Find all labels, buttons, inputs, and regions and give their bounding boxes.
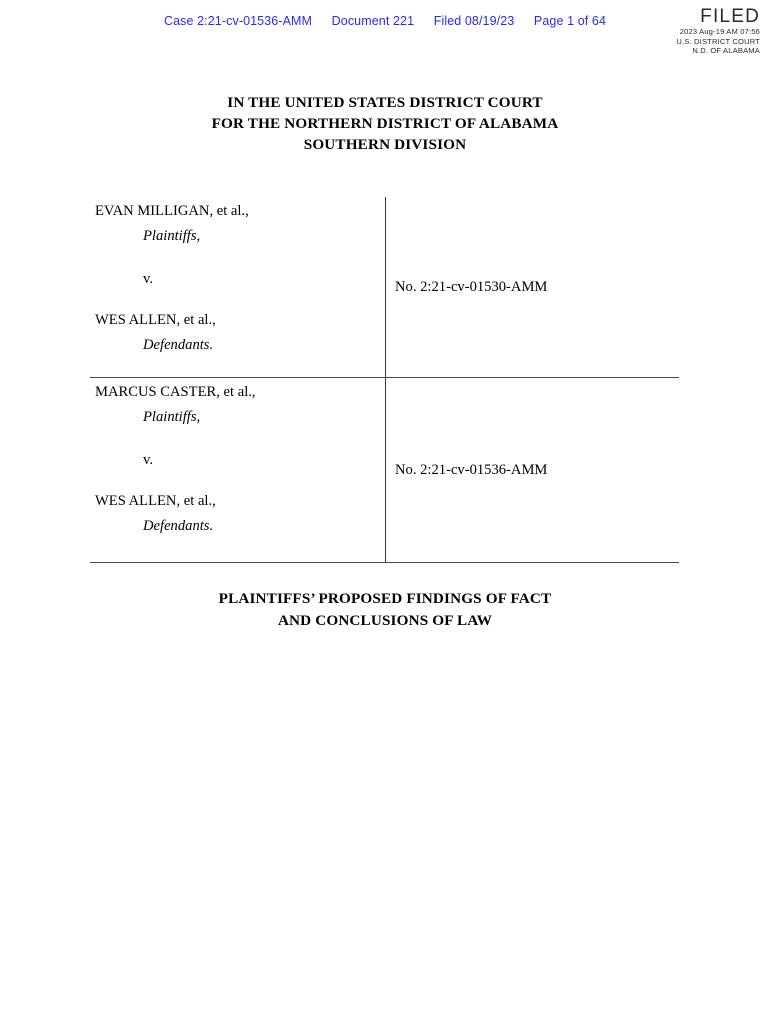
defendant-role: Defendants. xyxy=(143,518,214,534)
caption-bottom-rule xyxy=(90,562,679,563)
versus-label: v. xyxy=(143,452,153,468)
ecf-document-number[interactable]: Document 221 xyxy=(331,14,415,28)
plaintiff-role: Plaintiffs, xyxy=(143,409,201,425)
defendant-name: WES ALLEN, et al., xyxy=(95,312,216,328)
court-heading: IN THE UNITED STATES DISTRICT COURT FOR … xyxy=(0,92,770,155)
ecf-case-number[interactable]: Case 2:21-cv-01536-AMM xyxy=(163,14,313,28)
plaintiff-name: EVAN MILLIGAN, et al., xyxy=(95,203,249,219)
court-heading-line-2: FOR THE NORTHERN DISTRICT OF ALABAMA xyxy=(211,115,559,132)
defendant-role: Defendants. xyxy=(143,337,214,353)
caption-divider-rule xyxy=(90,377,679,378)
plaintiff-name: MARCUS CASTER, et al., xyxy=(95,384,256,400)
court-heading-line-3: SOUTHERN DIVISION xyxy=(303,136,467,153)
caption-parties-milligan: EVAN MILLIGAN, et al., Plaintiffs, v. WE… xyxy=(90,197,385,377)
document-title-line-2: AND CONCLUSIONS OF LAW xyxy=(277,611,493,629)
filed-stamp-district: N.D. OF ALABAMA xyxy=(692,46,760,56)
filed-stamp: FILED 2023 Aug-19 AM 07:56 U.S. DISTRICT… xyxy=(590,7,760,56)
filed-stamp-court: U.S. DISTRICT COURT xyxy=(676,36,760,46)
caption-case-number-cell: No. 2:21-cv-01536-AMM xyxy=(385,378,679,562)
defendant-name: WES ALLEN, et al., xyxy=(95,493,216,509)
case-number: No. 2:21-cv-01536-AMM xyxy=(395,461,548,478)
ecf-page-number[interactable]: Page 1 of 64 xyxy=(533,14,607,28)
document-title-line-1: PLAINTIFFS’ PROPOSED FINDINGS OF FACT xyxy=(218,590,552,607)
versus-label: v. xyxy=(143,271,153,287)
ecf-filed-date[interactable]: Filed 08/19/23 xyxy=(433,14,515,28)
case-number: No. 2:21-cv-01530-AMM xyxy=(395,278,548,295)
filed-stamp-timestamp: 2023 Aug-19 AM 07:56 xyxy=(679,27,760,36)
filed-stamp-word: FILED xyxy=(700,6,760,27)
caption-block-caster: MARCUS CASTER, et al., Plaintiffs, v. WE… xyxy=(90,378,679,562)
ecf-header: Case 2:21-cv-01536-AMM Document 221 File… xyxy=(0,14,770,28)
plaintiff-role: Plaintiffs, xyxy=(143,228,201,244)
caption-case-number-cell: No. 2:21-cv-01530-AMM xyxy=(385,197,679,377)
court-heading-line-1: IN THE UNITED STATES DISTRICT COURT xyxy=(227,94,543,111)
caption-parties-caster: MARCUS CASTER, et al., Plaintiffs, v. WE… xyxy=(90,378,385,562)
caption-block-milligan: EVAN MILLIGAN, et al., Plaintiffs, v. WE… xyxy=(90,197,679,377)
case-caption: EVAN MILLIGAN, et al., Plaintiffs, v. WE… xyxy=(90,197,679,563)
document-title: PLAINTIFFS’ PROPOSED FINDINGS OF FACT AN… xyxy=(0,588,770,631)
